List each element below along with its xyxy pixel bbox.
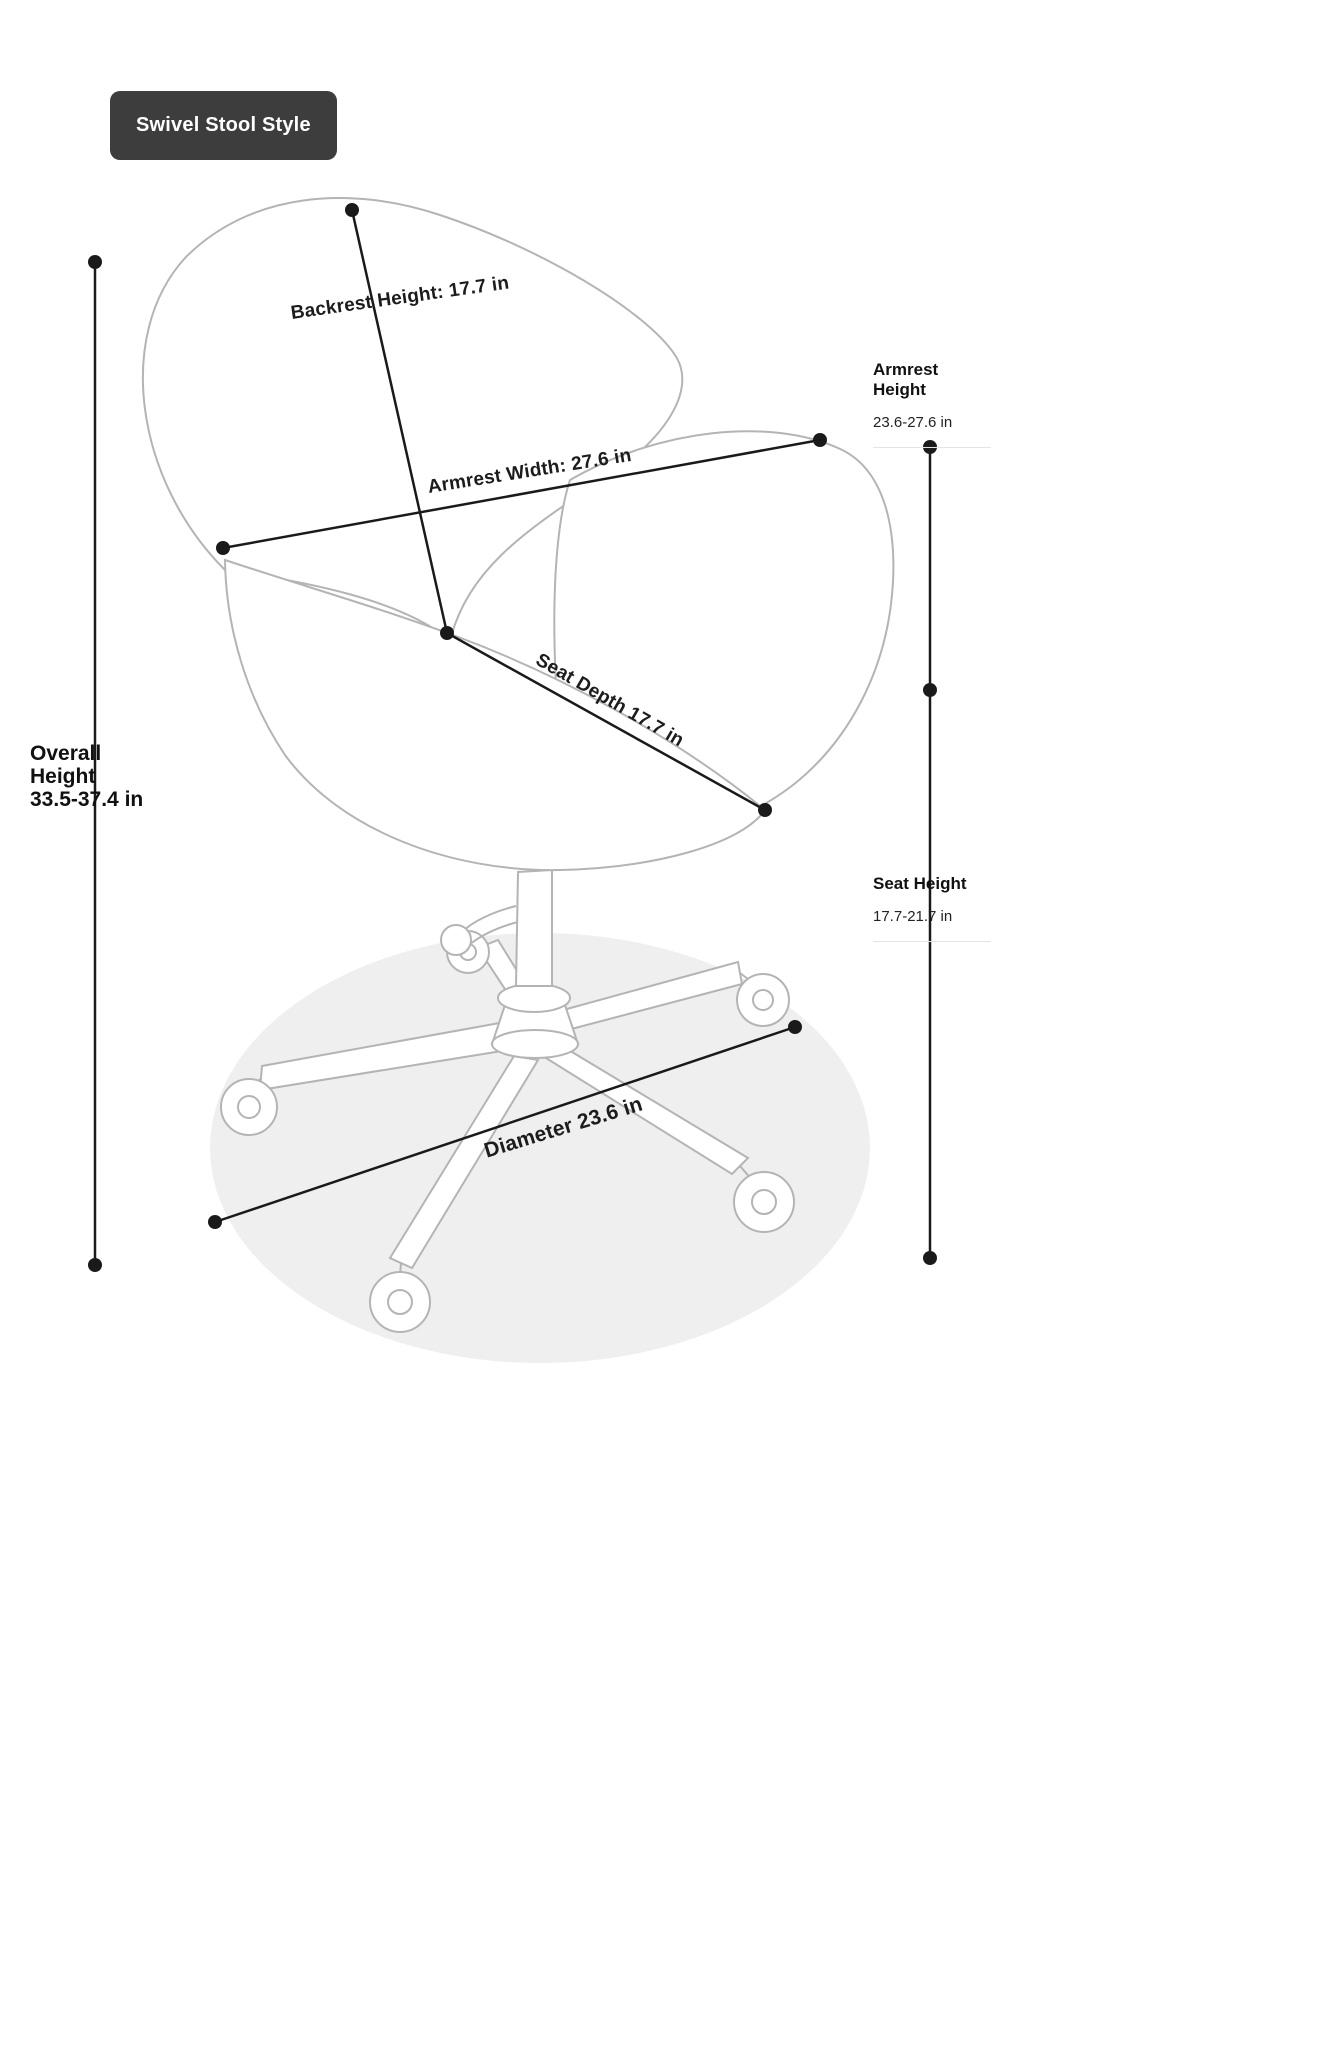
diameter-line [214, 1025, 796, 1224]
dimension-dot [788, 1020, 802, 1034]
seat-height-block: Seat Height 17.7-21.7 in [873, 874, 991, 942]
backrest-height-line [350, 209, 449, 634]
pedestal-column [514, 868, 553, 987]
height-lever [461, 905, 517, 933]
dimension-dot [345, 203, 359, 217]
overall-height-value: 33.5-37.4 in [30, 788, 144, 812]
seat-height-value: 17.7-21.7 in [873, 908, 991, 942]
chair-base [220, 930, 795, 1333]
dimension-dot [758, 803, 772, 817]
style-badge: Swivel Stool Style [110, 91, 337, 160]
chair-body [141, 197, 895, 872]
pedestal-foot [491, 1029, 579, 1059]
seat-height-title: Seat Height [873, 874, 967, 893]
overall-height-title: Overall Height [30, 742, 102, 789]
armrest-width-line [222, 438, 821, 550]
dimension-dot [923, 683, 937, 697]
armrest-height-title: Armrest Height [873, 360, 939, 399]
dimension-dot [216, 541, 230, 555]
dimension-dot [440, 626, 454, 640]
chair-pedestal [440, 868, 580, 1059]
dimension-dot [88, 255, 102, 269]
dimension-dot [813, 433, 827, 447]
chair-seat [223, 558, 767, 872]
caster-hub [751, 1189, 777, 1215]
overall-height-block: Overall Height 33.5-37.4 in [30, 742, 158, 811]
caster-hub [237, 1095, 261, 1119]
dimension-dot [923, 1251, 937, 1265]
armrest-height-block: Armrest Height 23.6-27.6 in [873, 360, 991, 448]
floor-shadow [210, 933, 870, 1363]
dimension-lines [88, 203, 937, 1272]
dimension-dot [88, 1258, 102, 1272]
seat-depth-line [446, 631, 766, 812]
style-badge-label: Swivel Stool Style [136, 114, 311, 136]
height-lever [469, 921, 519, 945]
caster-hub [752, 989, 774, 1011]
dimension-dot [208, 1215, 222, 1229]
lever-knob [440, 924, 472, 956]
pedestal-collar [497, 983, 571, 1013]
caster-hub [387, 1289, 413, 1315]
armrest-height-value: 23.6-27.6 in [873, 414, 991, 448]
